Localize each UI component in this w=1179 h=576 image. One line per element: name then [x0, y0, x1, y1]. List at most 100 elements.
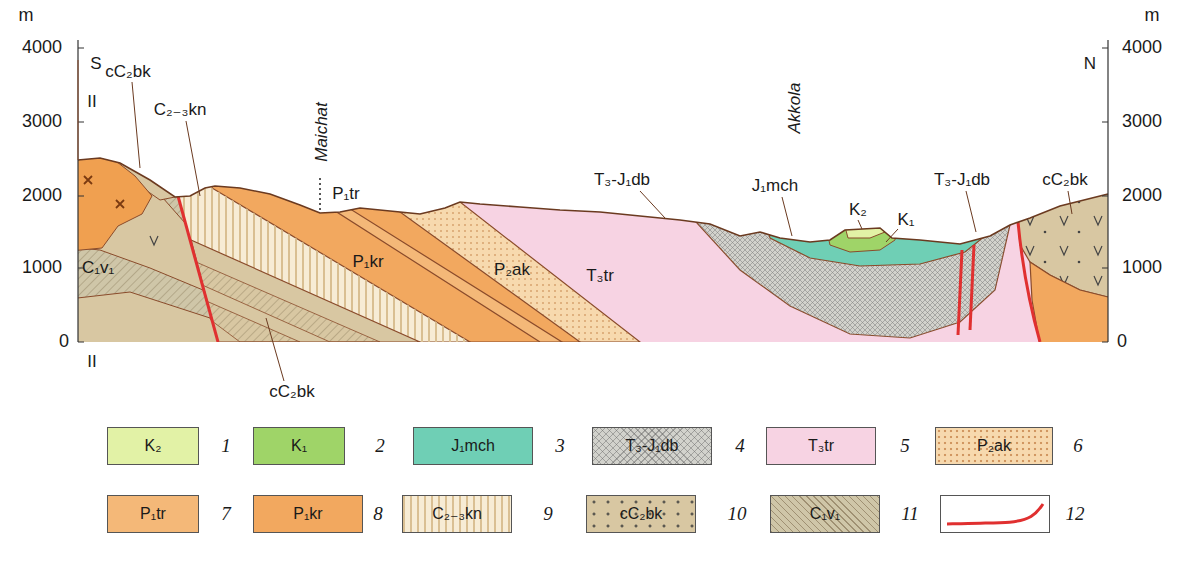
legend-code: K₁ — [291, 437, 307, 455]
legend-code: K₂ — [145, 437, 162, 455]
fault-line-sample — [947, 504, 1043, 524]
c1v1-fill — [0, 0, 218, 342]
formation-label: cC₂bk — [269, 383, 314, 402]
fault — [970, 245, 974, 330]
formation-label: T₃-J₁db — [594, 171, 650, 190]
axis-tick: 1000 — [22, 258, 62, 278]
axis-tick: 0 — [59, 332, 69, 352]
legend-number: 5 — [900, 436, 910, 457]
formation-label: P₂ak — [494, 261, 530, 280]
legend-code: C₂₋₃kn — [432, 505, 482, 523]
axis-tick: 4000 — [1122, 38, 1162, 58]
leader-line — [782, 197, 792, 236]
left-block — [0, 0, 225, 345]
formation-label: P₁kr — [352, 253, 383, 272]
c1v1-pattern — [0, 0, 218, 342]
legend-number: 8 — [373, 504, 383, 525]
intrusion — [60, 150, 152, 252]
geology — [0, 0, 1120, 345]
leader-line — [1068, 191, 1072, 214]
v-mark — [150, 236, 158, 245]
legend-number: 7 — [221, 504, 231, 525]
legend-code: P₁kr — [293, 505, 322, 523]
axis-tick: 2000 — [1122, 186, 1162, 206]
formation-label: K₂ — [849, 201, 867, 220]
legend-code: C₁v₁ — [810, 505, 840, 523]
formation-label: cC₂bk — [105, 63, 150, 82]
axis-tick: 4000 — [22, 38, 62, 58]
legend-number: 10 — [728, 504, 747, 525]
axis-tick: 3000 — [1122, 112, 1162, 132]
c23kn-pattern — [0, 0, 470, 342]
intrusion-cross — [84, 176, 124, 208]
legend-code: T₃tr — [808, 437, 834, 455]
leader-line — [266, 318, 284, 381]
legend-code: T₃-J₁db — [626, 437, 679, 455]
legend-number: 9 — [543, 504, 553, 525]
legend-number: 1 — [221, 436, 231, 457]
left-axis — [78, 40, 84, 342]
locality-mark — [319, 178, 321, 210]
axis-tick: 1000 — [1122, 258, 1162, 278]
legend-code: P₁tr — [140, 505, 166, 523]
legend-code: P₂ak — [977, 437, 1011, 455]
leader-line — [886, 229, 898, 242]
c1v1-band — [196, 262, 380, 342]
legend-code: J₁mch — [451, 437, 495, 455]
k2-fill — [838, 200, 885, 238]
k1-fill — [820, 200, 900, 252]
legend-number: 11 — [901, 504, 919, 525]
fault — [958, 250, 962, 335]
formation-label: P₁tr — [332, 185, 359, 204]
leader-line — [640, 191, 665, 218]
leader-line — [966, 191, 976, 232]
formation-label: T₃-J₁db — [934, 171, 990, 190]
formation-label: cC₂bk — [1042, 171, 1087, 190]
section-mark: II — [87, 93, 96, 112]
legend-number: 6 — [1073, 436, 1083, 457]
formation-label: T₃tr — [586, 267, 614, 286]
formation-label: C₂₋₃kn — [154, 101, 207, 120]
legend-number: 2 — [375, 436, 385, 457]
formation-label: C₁v₁ — [82, 259, 114, 278]
fault — [178, 196, 218, 342]
locality-name: Akkola — [786, 82, 805, 133]
legend-number: 3 — [555, 436, 565, 457]
line-sample — [940, 495, 1050, 533]
leader-line — [132, 82, 140, 168]
c23kn-fill — [0, 0, 470, 342]
section-edge — [78, 60, 79, 160]
legend-number: 12 — [1066, 504, 1085, 525]
cc2bk-wedge — [191, 240, 420, 342]
axis-tick: 3000 — [22, 112, 62, 132]
axis-tick: 0 — [1117, 332, 1127, 352]
direction-label: S — [90, 55, 101, 74]
j1mch-fill — [760, 200, 990, 266]
fault — [1018, 222, 1040, 342]
leader-line — [186, 121, 200, 196]
surface-line — [78, 158, 1108, 244]
axis-unit: m — [19, 6, 34, 26]
axis-unit: m — [1145, 6, 1160, 26]
leader-line — [858, 220, 862, 229]
cc2bk-right-pattern — [1012, 150, 1120, 300]
p2ak-pattern — [0, 0, 640, 342]
fault-line-sample — [941, 496, 1049, 532]
legend-number: 4 — [735, 436, 745, 457]
cc2bk-band — [60, 292, 225, 345]
p2ak-fill — [0, 0, 640, 342]
p1kr-fill — [0, 0, 580, 342]
legend-code: cC₂bk — [620, 505, 663, 523]
direction-label: N — [1084, 55, 1096, 74]
right-axis — [1102, 40, 1108, 342]
axis-tick: 2000 — [22, 186, 62, 206]
c1v1-band — [204, 300, 300, 342]
formation-label: K₁ — [897, 211, 914, 230]
formation-label: J₁mch — [752, 177, 798, 196]
p1kr-right — [1030, 262, 1120, 345]
cc2bk-right — [1012, 150, 1120, 300]
locality-name: Maichat — [313, 102, 332, 162]
